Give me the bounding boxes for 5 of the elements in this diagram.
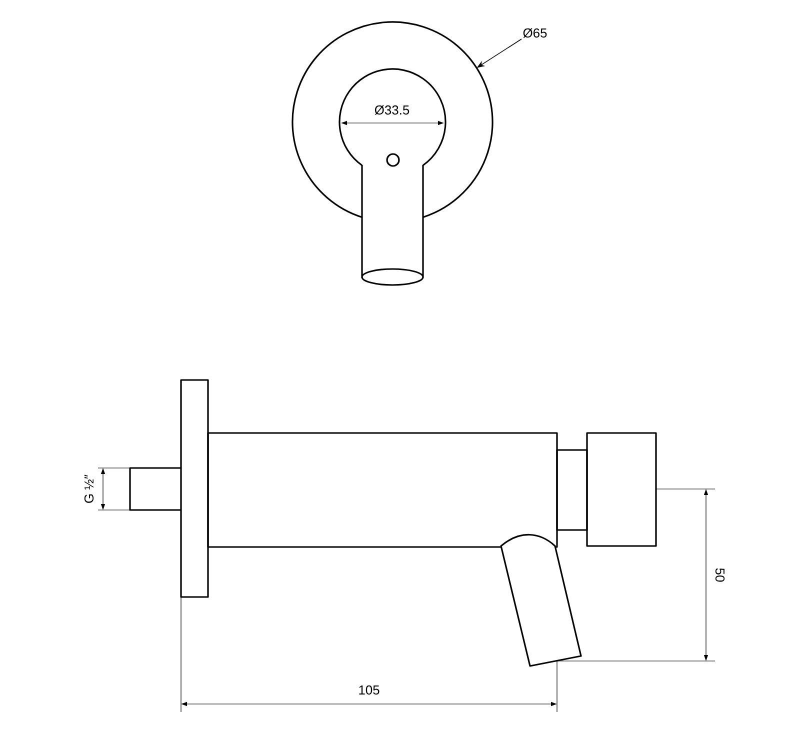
dimension-text: Ø33.5 — [374, 105, 410, 115]
dimension-text: 105 — [359, 685, 380, 695]
dimension-text: G ½″ — [84, 474, 94, 503]
dimension-text: 50 — [715, 568, 725, 582]
dimension-text: Ø65 — [523, 28, 547, 38]
